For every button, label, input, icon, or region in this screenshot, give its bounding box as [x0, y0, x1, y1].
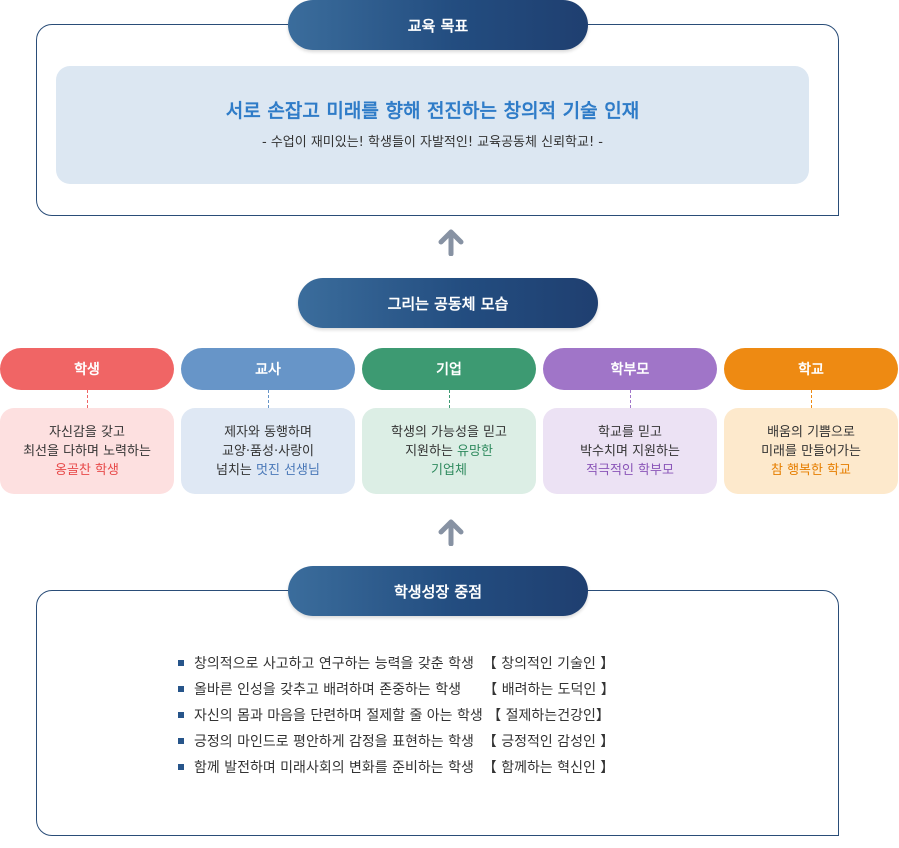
bullet-icon [178, 686, 184, 692]
list-item: 올바른 인성을 갖추고 배려하며 존중하는 학생 【 배려하는 도덕인 】 [178, 676, 615, 702]
description-line: 미래를 만들어가는 [724, 442, 898, 461]
list-item-tag: 【 창의적인 기술인 】 [482, 656, 615, 672]
category-header: 학교 [724, 348, 898, 390]
description-line: 적극적인 학부모 [543, 461, 717, 480]
description-line: 자신감을 갖고 [0, 423, 174, 442]
description-line: 학교를 믿고 [543, 423, 717, 442]
description-text: 교양·품성·사랑이 [222, 443, 314, 459]
bullet-icon [178, 764, 184, 770]
highlight-text: 참 행복한 학교 [770, 462, 852, 478]
category-header: 기업 [362, 348, 536, 390]
highlight-text: 멋진 선생님 [256, 462, 320, 478]
connector-line [268, 390, 269, 408]
list-item-tag: 【 배려하는 도덕인 】 [483, 682, 615, 698]
bullet-icon [178, 738, 184, 744]
description-text: 학교를 믿고 [598, 424, 662, 440]
up-arrow-icon [437, 518, 465, 546]
list-item-tag: 【 긍정적인 감성인 】 [482, 734, 615, 750]
description-line: 배움의 기쁨으로 [724, 423, 898, 442]
growth-list: 창의적으로 사고하고 연구하는 능력을 갖춘 학생 【 창의적인 기술인 】올바… [178, 650, 615, 780]
description-text: 자신감을 갖고 [49, 424, 125, 440]
goal-title: 서로 손잡고 미래를 향해 전진하는 창의적 기술 인재 [225, 100, 640, 122]
up-arrow-icon [437, 228, 465, 256]
bullet-icon [178, 712, 184, 718]
list-item-text: 함께 발전하며 미래사회의 변화를 준비하는 학생 [194, 760, 474, 776]
connector-line [630, 390, 631, 408]
description-line: 교양·품성·사랑이 [181, 442, 355, 461]
connector-line [87, 390, 88, 408]
list-item: 긍정의 마인드로 평안하게 감정을 표현하는 학생 【 긍정적인 감성인 】 [178, 728, 615, 754]
description-line: 최선을 다하며 노력하는 [0, 442, 174, 461]
highlight-text: 적극적인 학부모 [586, 462, 674, 478]
description-line: 박수치며 지원하는 [543, 442, 717, 461]
description-text: 미래를 만들어가는 [761, 443, 861, 459]
description-text: 박수치며 지원하는 [580, 443, 680, 459]
list-item-text: 올바른 인성을 갖추고 배려하며 존중하는 학생 [194, 682, 461, 698]
category-header: 학생 [0, 348, 174, 390]
highlight-text: 기업체 [431, 462, 467, 478]
description-line: 넘치는 멋진 선생님 [181, 461, 355, 480]
description-text: 최선을 다하며 노력하는 [23, 443, 151, 459]
highlight-text: 유망한 [457, 443, 493, 459]
description-text: 학생의 가능성을 믿고 [391, 424, 507, 440]
list-item-text: 자신의 몸과 마음을 단련하며 절제할 줄 아는 학생 [194, 708, 483, 724]
list-item: 자신의 몸과 마음을 단련하며 절제할 줄 아는 학생 【 절제하는건강인】 [178, 702, 615, 728]
description-text: 지원하는 [405, 443, 458, 459]
description-line: 학생의 가능성을 믿고 [362, 423, 536, 442]
description-line: 지원하는 유망한 [362, 442, 536, 461]
list-item: 함께 발전하며 미래사회의 변화를 준비하는 학생 【 함께하는 혁신인 】 [178, 754, 615, 780]
description-text: 제자와 동행하며 [224, 424, 312, 440]
goal-header: 교육 목표 [288, 0, 588, 50]
goal-subtitle: - 수업이 재미있는! 학생들이 자발적인! 교육공동체 신뢰학교! - [262, 135, 603, 150]
highlight-text: 옹골찬 학생 [55, 462, 119, 478]
growth-header: 학생성장 중점 [288, 566, 588, 616]
connector-line [811, 390, 812, 408]
description-line: 제자와 동행하며 [181, 423, 355, 442]
description-text: 넘치는 [216, 462, 257, 478]
list-item-text: 창의적으로 사고하고 연구하는 능력을 갖춘 학생 [194, 656, 474, 672]
bullet-icon [178, 660, 184, 666]
growth-frame [36, 590, 839, 836]
connector-line [449, 390, 450, 408]
category-header: 교사 [181, 348, 355, 390]
community-header: 그리는 공동체 모습 [298, 278, 598, 328]
list-item-tag: 【 함께하는 혁신인 】 [482, 760, 615, 776]
description-line: 참 행복한 학교 [724, 461, 898, 480]
category-header: 학부모 [543, 348, 717, 390]
description-line: 옹골찬 학생 [0, 461, 174, 480]
description-line: 기업체 [362, 461, 536, 480]
list-item-text: 긍정의 마인드로 평안하게 감정을 표현하는 학생 [194, 734, 474, 750]
goal-box: 서로 손잡고 미래를 향해 전진하는 창의적 기술 인재 - 수업이 재미있는!… [56, 66, 809, 184]
list-item: 창의적으로 사고하고 연구하는 능력을 갖춘 학생 【 창의적인 기술인 】 [178, 650, 615, 676]
list-item-tag: 【 절제하는건강인】 [487, 708, 610, 724]
description-text: 배움의 기쁨으로 [767, 424, 855, 440]
